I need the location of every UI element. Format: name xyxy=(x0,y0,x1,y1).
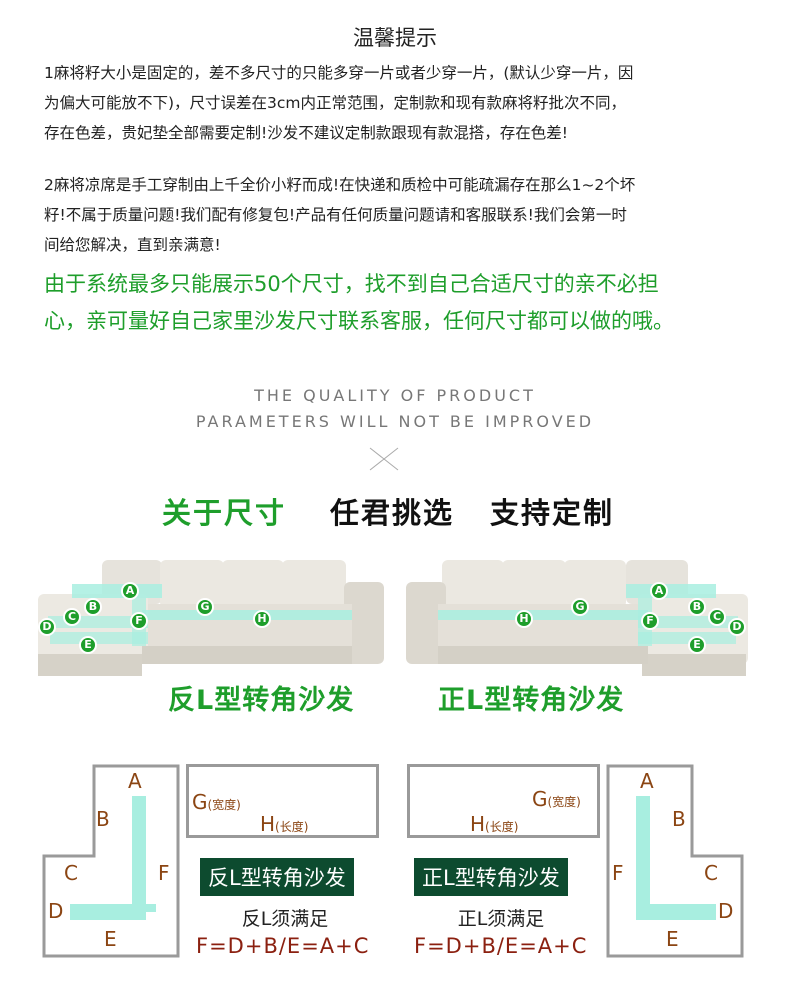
letter-g: G xyxy=(532,787,548,811)
diagram-letter-a: A xyxy=(128,769,142,793)
page-title: 温馨提示 xyxy=(353,26,437,50)
note-line: 间给您解决，直到亲满意! xyxy=(44,236,221,254)
headline-size: 关于尺寸 xyxy=(162,496,287,530)
sofa-marker-e: E xyxy=(79,636,97,654)
normal-l-title-box: 正L型转角沙发 xyxy=(414,858,568,896)
note-paragraph-2: 2麻将凉席是手工穿制由上千全价小籽而成!在快递和质检中可能疏漏存在那么1~2个坏… xyxy=(44,170,759,260)
width-label: (宽度) xyxy=(207,798,241,812)
headline-custom: 支持定制 xyxy=(490,496,615,530)
sofa-marker-b: B xyxy=(688,598,706,616)
sofa-marker-g: G xyxy=(196,598,214,616)
normal-h-label: H(长度) xyxy=(470,812,518,836)
note-paragraph-1: 1麻将籽大小是固定的，差不多尺寸的只能多穿一片或者少穿一片，(默认少穿一片，因 … xyxy=(44,58,759,148)
diagram-letter-b: B xyxy=(96,807,110,831)
note-line: 1麻将籽大小是固定的，差不多尺寸的只能多穿一片或者少穿一片，(默认少穿一片，因 xyxy=(44,64,634,82)
quality-line-2: PARAMETERS WILL NOT BE IMPROVED xyxy=(195,412,595,431)
reverse-l-sofa-image xyxy=(38,560,384,676)
sofa-marker-g: G xyxy=(571,598,589,616)
note-line: 存在色差，贵妃垫全部需要定制!沙发不建议定制款跟现有款混搭，存在色差! xyxy=(44,124,568,142)
sofa-marker-h: H xyxy=(515,610,533,628)
note-line: 籽!不属于质量问题!我们配有修复包!产品有任何质量问题请和客服联系!我们会第一时 xyxy=(44,206,627,224)
letter-h: H xyxy=(260,812,276,836)
note-line: 由于系统最多只能展示50个尺寸，找不到自己合适尺寸的亲不必担 xyxy=(44,272,659,296)
quality-line-1: THE QUALITY OF PRODUCT xyxy=(254,386,536,405)
width-label: (宽度) xyxy=(547,795,581,809)
sofa-marker-c: C xyxy=(708,608,726,626)
normal-l-diagram: A B C D E F xyxy=(606,764,744,958)
letter-h: H xyxy=(470,812,486,836)
reverse-l-title-box: 反L型转角沙发 xyxy=(200,858,354,896)
diagram-letter-e: E xyxy=(666,927,679,951)
length-label: (长度) xyxy=(485,820,519,834)
normal-l-rule: 正L须满足 xyxy=(457,908,545,930)
letter-g: G xyxy=(192,790,208,814)
sofa-marker-c: C xyxy=(63,608,81,626)
normal-l-sofa-image xyxy=(406,560,748,676)
sofa-marker-h: H xyxy=(253,610,271,628)
diagram-letter-d: D xyxy=(718,899,733,923)
note-line: 2麻将凉席是手工穿制由上千全价小籽而成!在快递和质检中可能疏漏存在那么1~2个坏 xyxy=(44,176,636,194)
headline-choose: 任君挑选 xyxy=(330,496,455,530)
sofa-marker-e: E xyxy=(688,636,706,654)
reverse-l-caption: 反L型转角沙发 xyxy=(168,685,355,716)
diagram-letter-b: B xyxy=(672,807,686,831)
reverse-l-formula: F=D+B/E=A+C xyxy=(196,934,370,958)
diagram-letter-c: C xyxy=(704,861,718,885)
normal-l-formula: F=D+B/E=A+C xyxy=(414,934,588,958)
sofa-marker-d: D xyxy=(728,618,746,636)
sofa-marker-d: D xyxy=(38,618,56,636)
reverse-l-rule: 反L须满足 xyxy=(241,908,329,930)
diagram-letter-f: F xyxy=(158,861,170,885)
normal-g-label: G(宽度) xyxy=(532,787,581,811)
sofa-marker-b: B xyxy=(84,598,102,616)
note-line: 心，亲可量好自己家里沙发尺寸联系客服，任何尺寸都可以做的哦。 xyxy=(44,309,674,333)
reverse-h-label: H(长度) xyxy=(260,812,308,836)
reverse-gh-box xyxy=(186,764,379,838)
reverse-g-label: G(宽度) xyxy=(192,790,241,814)
diagram-letter-f: F xyxy=(612,861,624,885)
normal-gh-box xyxy=(407,764,600,838)
diagram-letter-c: C xyxy=(64,861,78,885)
diagram-letter-e: E xyxy=(104,927,117,951)
note-line: 为偏大可能放不下)，尺寸误差在3cm内正常范围，定制款和现有款麻将籽批次不同， xyxy=(44,94,627,112)
reverse-l-diagram: A B C D E F xyxy=(42,764,180,958)
cross-divider-icon xyxy=(369,447,399,471)
sofa-marker-a: A xyxy=(650,582,668,600)
sofa-marker-a: A xyxy=(121,582,139,600)
sofa-marker-f: F xyxy=(130,612,148,630)
normal-l-caption: 正L型转角沙发 xyxy=(438,685,625,716)
diagram-letter-a: A xyxy=(640,769,654,793)
length-label: (长度) xyxy=(275,820,309,834)
custom-size-note: 由于系统最多只能展示50个尺寸，找不到自己合适尺寸的亲不必担 心，亲可量好自己家… xyxy=(44,266,764,340)
sofa-marker-f: F xyxy=(641,612,659,630)
diagram-letter-d: D xyxy=(48,899,63,923)
